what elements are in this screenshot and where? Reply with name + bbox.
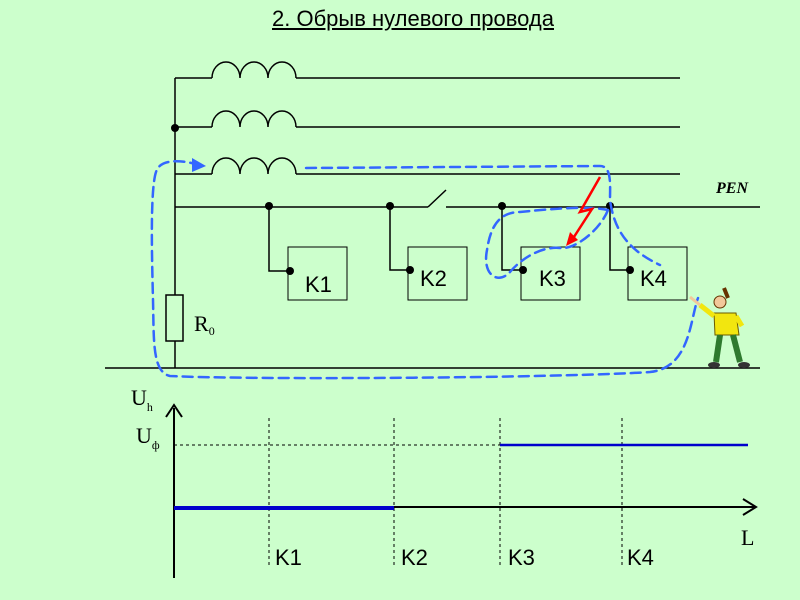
consumer-k2: K2 xyxy=(406,246,468,301)
consumer-k1: K1 xyxy=(286,246,348,301)
x-axis-arrow xyxy=(742,498,758,516)
star-point-node xyxy=(171,124,179,132)
x-tick-k3: K3 xyxy=(508,545,535,570)
consumer-k4: K4 xyxy=(626,246,688,301)
x-axis-label: L xyxy=(741,525,754,550)
phase-winding-2 xyxy=(175,110,680,128)
x-tick-k4: K4 xyxy=(627,545,654,570)
phase-winding-1 xyxy=(175,61,680,79)
fault-path-arrowhead xyxy=(192,158,206,172)
consumer-k3-label: K3 xyxy=(539,266,566,291)
person-icon xyxy=(689,287,750,368)
resistor-label: R0 xyxy=(194,311,215,338)
consumer-k1-label: K1 xyxy=(305,272,332,297)
pen-label: PEN xyxy=(715,180,749,197)
consumer-k2-label: K2 xyxy=(420,266,447,291)
u-phase-label: Uф xyxy=(136,423,160,452)
position-markers xyxy=(268,418,623,565)
slide-title: 2. Обрыв нулевого провода xyxy=(272,6,554,31)
phase-winding-3 xyxy=(175,157,680,175)
y-axis-arrow xyxy=(165,403,183,418)
consumer-k3: K3 xyxy=(519,246,581,301)
consumer-k4-label: K4 xyxy=(640,266,667,291)
pen-conductor xyxy=(175,189,760,208)
fault-current-path xyxy=(150,160,700,380)
grounding-resistor: R0 xyxy=(165,294,215,342)
y-axis-label: Uh xyxy=(131,385,153,414)
voltage-graph: Uh L Uф K1 K2 K3 K4 xyxy=(131,385,758,578)
consumer-connections xyxy=(268,206,630,272)
x-tick-k1: K1 xyxy=(275,545,302,570)
lightning-icon xyxy=(566,176,602,246)
x-tick-k2: K2 xyxy=(401,545,428,570)
